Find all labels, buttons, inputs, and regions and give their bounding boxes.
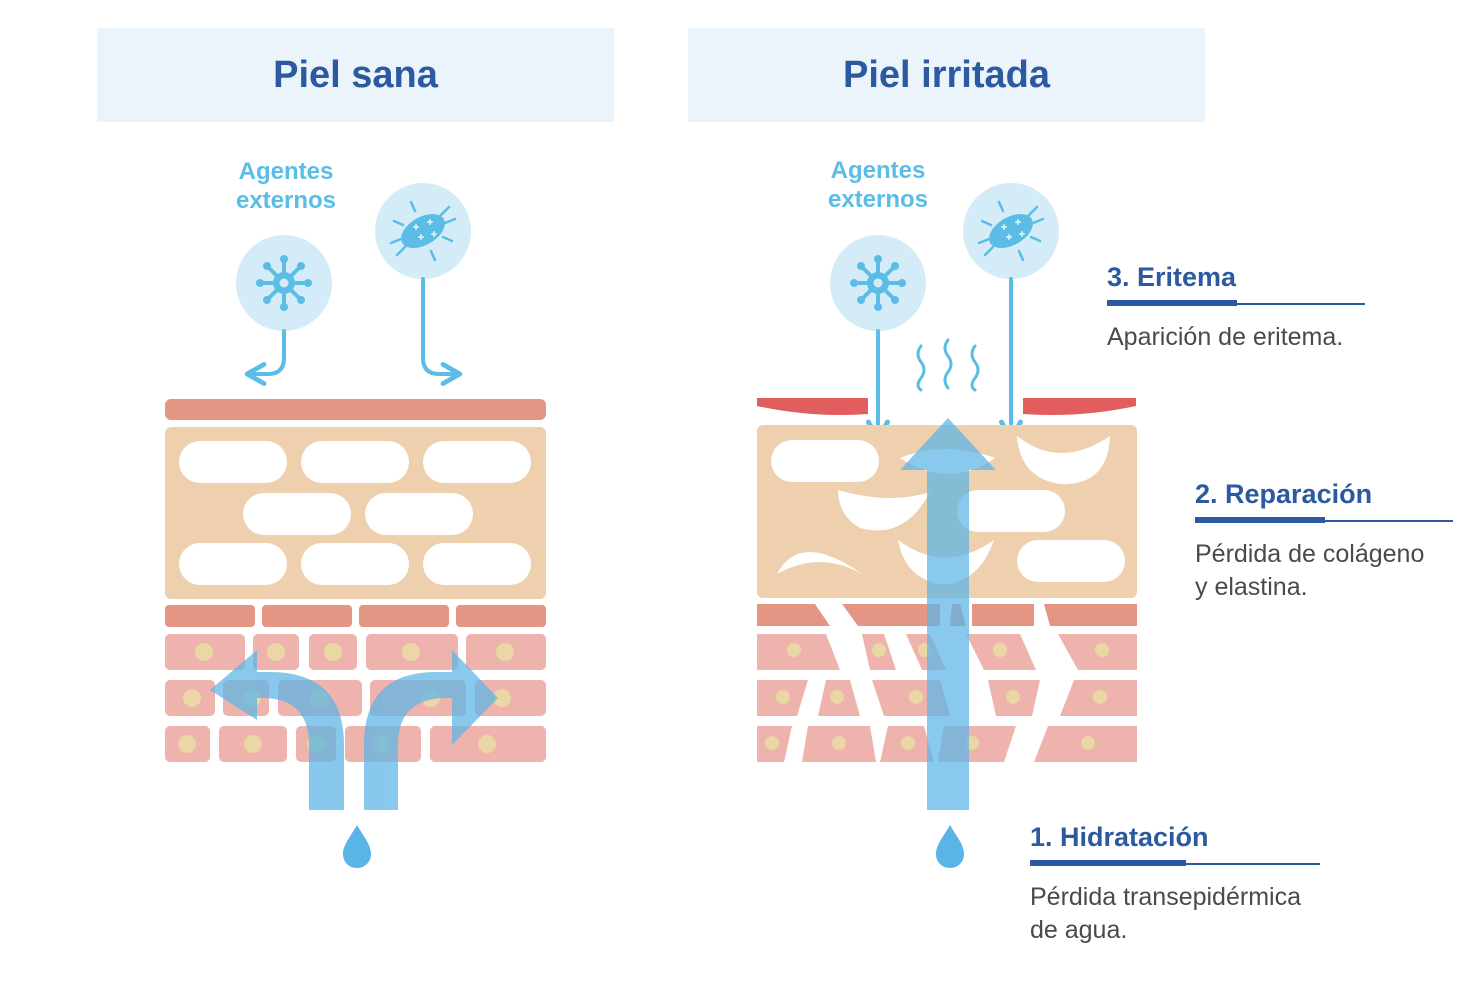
irritated-skin-title: Piel irritada xyxy=(843,53,1050,96)
erythema-left xyxy=(757,398,868,415)
water-drop-icon xyxy=(343,825,371,868)
section-eritema-title: 3. Eritema xyxy=(1107,262,1237,292)
section-hidratacion-title: 1. Hidratación xyxy=(1030,822,1209,852)
water-drop-icon-irritated xyxy=(936,825,964,868)
healthy-skin-header: Piel sana xyxy=(97,28,614,122)
deflected-arrow-right xyxy=(421,277,463,386)
deflected-arrow-left xyxy=(244,329,286,386)
section-eritema-description: Aparición de eritema. xyxy=(1107,323,1344,351)
section-eritema: 3. Eritema Aparición de eritema. xyxy=(1107,262,1365,354)
section-hidratacion-underline xyxy=(1030,860,1320,866)
section-hidratacion-description: Pérdida transepidérmica de agua. xyxy=(1030,883,1301,944)
damaged-collagen-fibers xyxy=(771,436,1125,585)
water-loss-arrow xyxy=(900,418,996,810)
section-hidratacion: 1. Hidratación Pérdida transepidérmica d… xyxy=(1030,822,1320,947)
irritated-skin-illustration xyxy=(757,183,1137,868)
collagen-fibers xyxy=(179,441,531,585)
section-reparacion: 2. Reparación Pérdida de colágeno y elas… xyxy=(1195,479,1453,604)
basal-layer xyxy=(165,605,546,627)
healthy-skin-title: Piel sana xyxy=(273,53,438,96)
water-flow-split-arrow xyxy=(210,650,498,810)
skin-cells-damaged xyxy=(757,634,1137,762)
stratum-corneum xyxy=(165,399,546,420)
external-agents-label-healthy: Agentes externos xyxy=(235,158,337,214)
section-reparacion-description: Pérdida de colágeno y elastina. xyxy=(1195,540,1425,601)
section-reparacion-underline xyxy=(1195,517,1453,523)
external-agents-label-irritated: Agentes externos xyxy=(827,157,929,213)
section-eritema-underline xyxy=(1107,300,1365,306)
irritated-skin-header: Piel irritada xyxy=(688,28,1205,122)
healthy-skin-illustration xyxy=(165,183,546,868)
heat-waves-icon xyxy=(916,338,980,392)
erythema-right xyxy=(1023,398,1136,415)
section-reparacion-title: 2. Reparación xyxy=(1195,479,1373,509)
